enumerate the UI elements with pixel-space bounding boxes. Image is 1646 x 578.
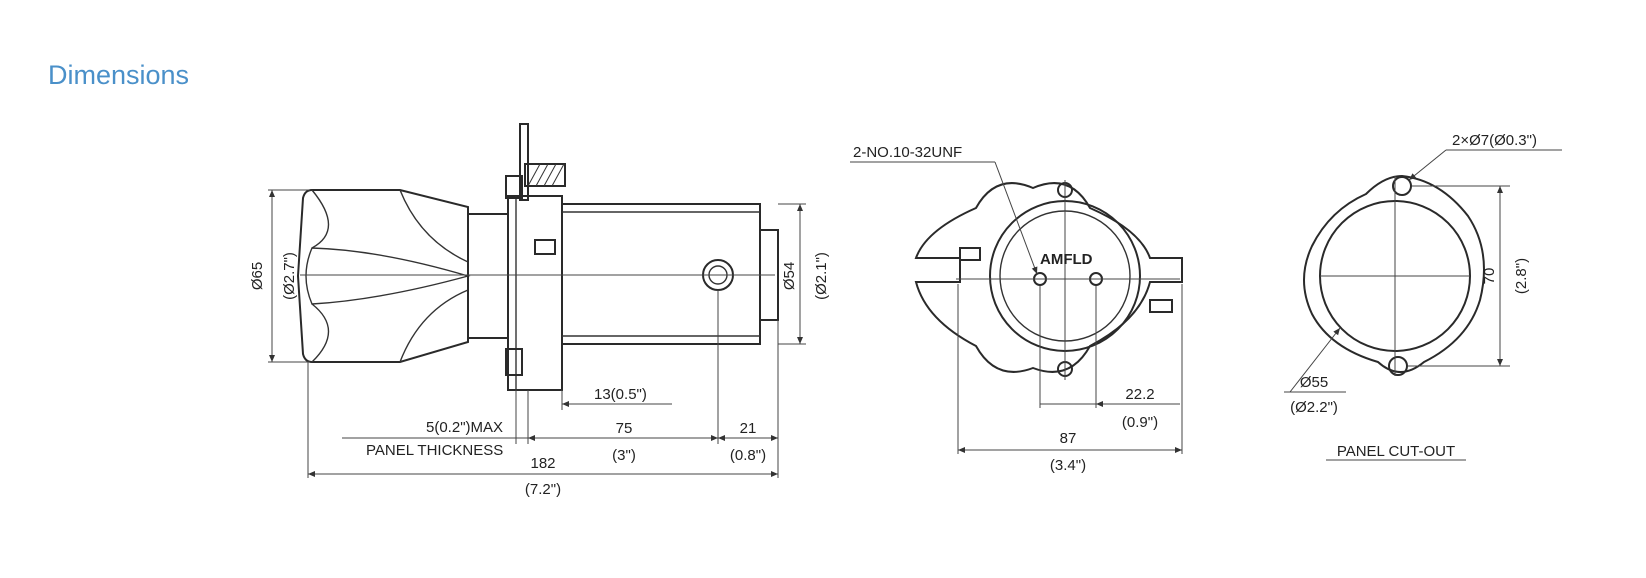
cutout-outline	[1303, 174, 1485, 373]
panel-max-label: 5(0.2")MAX	[426, 419, 503, 436]
dia-65-label: Ø65	[249, 262, 266, 290]
cutout-title: PANEL CUT-OUT	[1337, 443, 1455, 460]
dia-54-label: Ø54	[781, 262, 798, 290]
dim-182-inch-label: (7.2")	[525, 481, 561, 498]
dim-21-inch-label: (0.8")	[730, 447, 766, 464]
dim-22-label: 22.2	[1125, 386, 1154, 403]
dim-87-label: 87	[1060, 430, 1077, 447]
dim-75-inch-label: (3")	[612, 447, 636, 464]
dia-54-inch-label: (Ø2.1")	[813, 252, 830, 300]
holes-label: 2×Ø7(Ø0.3")	[1452, 132, 1537, 149]
dim-70-inch-label: (2.8")	[1513, 258, 1530, 294]
dim-75-label: 75	[616, 420, 633, 437]
front-view: AMFLD 2-NO.10-32UNF 22.2 (0.9") 87 (3.4"…	[850, 144, 1183, 474]
cutout-view: 2×Ø7(Ø0.3") 70 (2.8") Ø55 (Ø2.2") PANEL …	[1284, 132, 1562, 461]
panel-section	[524, 163, 566, 187]
dim-13-label: 13(0.5")	[594, 386, 647, 403]
front-flange-outline	[914, 182, 1183, 373]
cap-outline	[296, 189, 469, 363]
thread-label: 2-NO.10-32UNF	[853, 144, 962, 161]
dia-65-inch-label: (Ø2.7")	[281, 252, 298, 300]
dim-21-label: 21	[740, 420, 757, 437]
side-view: Ø65 (Ø2.7") Ø54 (Ø2.1") 13(0.5") 5(0.2")…	[249, 123, 830, 498]
dim-70-label: 70	[1481, 268, 1498, 285]
dia-55-inch-label: (Ø2.2")	[1290, 399, 1338, 416]
dim-22-inch-label: (0.9")	[1122, 414, 1158, 431]
mount-hole-bottom	[1388, 356, 1408, 376]
mount-hole-top	[1392, 176, 1412, 196]
connector-body	[561, 203, 761, 345]
page-title: Dimensions	[48, 60, 190, 90]
brand-logo: AMFLD	[1040, 251, 1093, 268]
dim-87-inch-label: (3.4")	[1050, 457, 1086, 474]
dia-55-label: Ø55	[1300, 374, 1328, 391]
panel-thickness-label: PANEL THICKNESS	[366, 442, 503, 459]
dim-182-label: 182	[530, 455, 555, 472]
